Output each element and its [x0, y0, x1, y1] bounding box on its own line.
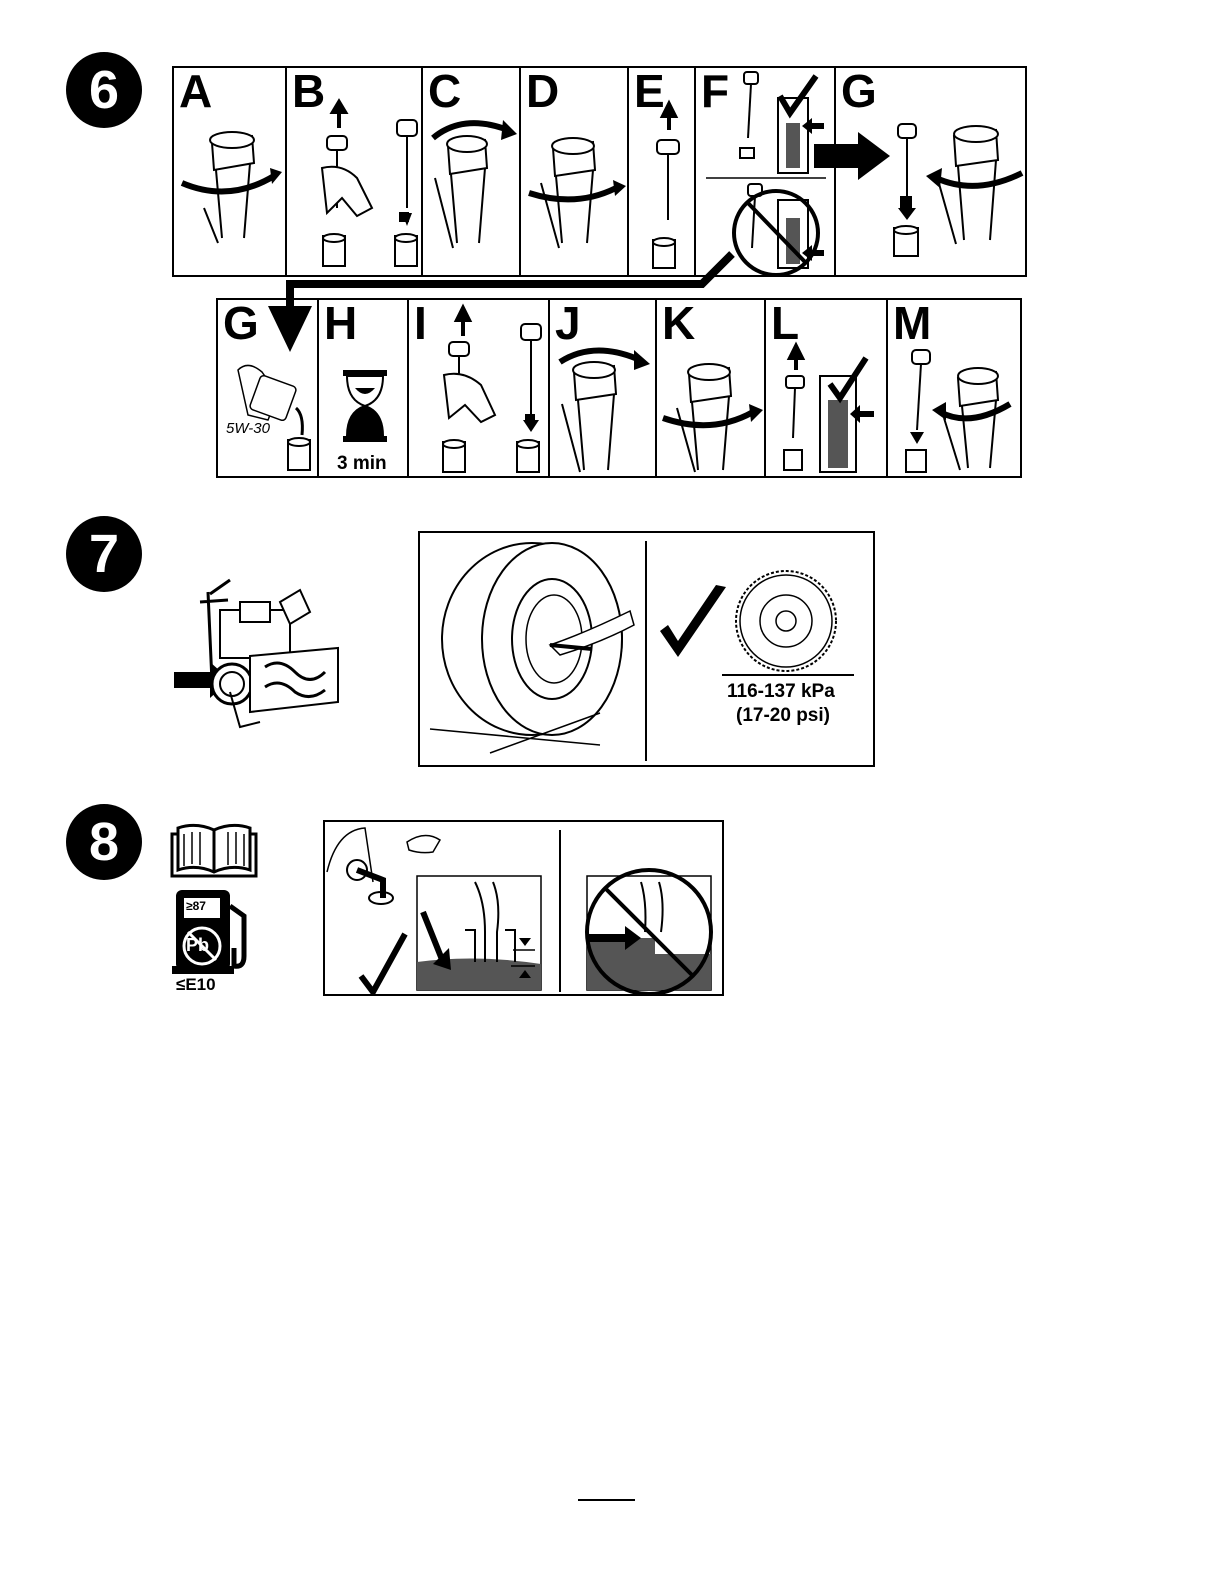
step-number: 8 — [89, 811, 119, 873]
lead-symbol: Pb — [186, 935, 209, 956]
remove-dipstick-icon — [629, 68, 696, 275]
tire-pressure-psi: (17-20 psi) — [736, 705, 830, 727]
oil-check-row-2: G 5W-30 H 3 min I — [216, 298, 1022, 478]
hourglass-icon — [319, 300, 409, 476]
dipstick-cap-tighten-icon — [521, 68, 629, 275]
oil-check-row-1: A B C — [172, 66, 1027, 277]
ethanol-label: ≤E10 — [176, 975, 216, 995]
snowblower-icon — [170, 572, 346, 738]
fuel-fill-panel — [323, 820, 724, 996]
step-6-badge: 6 — [66, 52, 142, 128]
panel-k: K — [657, 300, 766, 476]
panel-h: H 3 min — [319, 300, 409, 476]
fuel-level-icon — [325, 822, 722, 994]
right-arrow-icon — [812, 132, 892, 182]
tire-gauge-icon — [420, 533, 873, 765]
step-7-badge: 7 — [66, 516, 142, 592]
oil-level-full-icon — [766, 300, 888, 476]
panel-g-fill: G 5W-30 — [218, 300, 319, 476]
oil-type-label: 5W-30 — [226, 420, 270, 437]
fuel-pump-icon — [170, 886, 260, 974]
step-8-badge: 8 — [66, 804, 142, 880]
panel-j: J — [550, 300, 657, 476]
panel-a: A — [174, 68, 287, 275]
tire-pressure-panel: 116-137 kPa (17-20 psi) — [418, 531, 875, 767]
panel-e: E — [629, 68, 696, 275]
pour-oil-icon — [218, 300, 319, 476]
panel-b: B — [287, 68, 423, 275]
tire-pressure-kpa: 116-137 kPa — [727, 681, 835, 703]
wait-time-label: 3 min — [337, 453, 387, 475]
panel-c: C — [423, 68, 521, 275]
wipe-dipstick-icon — [409, 300, 550, 476]
dipstick-cap-screw-icon — [550, 300, 657, 476]
manual-book-icon — [170, 820, 258, 880]
dipstick-cap-tighten-icon — [657, 300, 766, 476]
dipstick-cap-unscrew-icon — [174, 68, 287, 275]
step-number: 7 — [89, 523, 119, 585]
octane-label: ≥87 — [186, 899, 206, 913]
panel-l: L — [766, 300, 888, 476]
panel-d: D — [521, 68, 629, 275]
step-number: 6 — [89, 59, 119, 121]
panel-m: M — [888, 300, 1022, 476]
panel-i: I — [409, 300, 550, 476]
reinstall-dipstick-icon — [888, 300, 1022, 476]
wipe-dipstick-icon — [287, 68, 423, 275]
footer-divider — [578, 1499, 635, 1501]
dipstick-cap-screw-icon — [423, 68, 521, 275]
